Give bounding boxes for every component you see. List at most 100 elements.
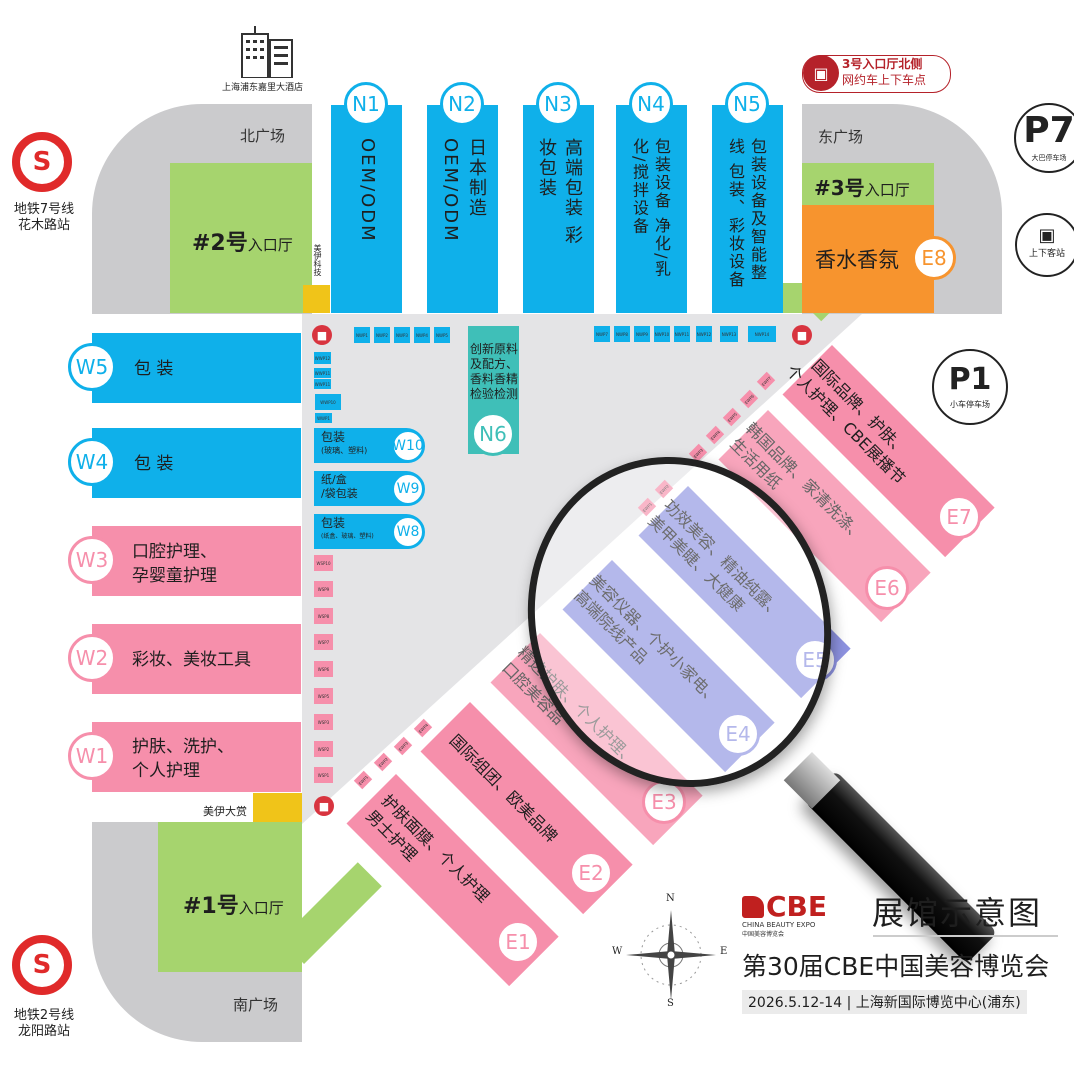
booth[interactable]: WSP8 <box>314 608 333 624</box>
hall-N5[interactable] <box>712 105 783 313</box>
booth[interactable]: NWP2 <box>374 327 390 343</box>
hall-W8-badge: W8 <box>391 515 425 549</box>
sponsor-meiyi-award-label: 美伊大赏 <box>203 805 247 818</box>
booth[interactable]: EWP3 <box>393 736 413 756</box>
hall-N1-badge: N1 <box>344 82 388 126</box>
hall-W5-badge: W5 <box>68 343 116 391</box>
parking-p1-badge[interactable]: P1 小车停车场 <box>932 349 1008 425</box>
booth[interactable]: WWP11 <box>314 379 331 389</box>
cbe-brand-en: CHINA BEAUTY EXPO <box>742 921 816 929</box>
booth[interactable]: WWP10 <box>315 394 341 410</box>
hall-N4-desc: 包装设备 净化/乳化/搅拌设备 <box>630 138 671 279</box>
shanghai-metro-icon: S <box>12 935 72 995</box>
booth[interactable]: WWP1 <box>315 413 332 423</box>
east-plaza-label: 东广场 <box>818 128 864 146</box>
hall-N1-desc: OEM/ODM <box>357 138 378 243</box>
entrance-2-label: #2号入口厅 <box>192 231 293 256</box>
shanghai-metro-icon: S <box>12 132 72 192</box>
booth[interactable]: WSP6 <box>314 661 333 677</box>
booth[interactable]: NWP4 <box>414 327 430 343</box>
hall-W2-desc: 彩妆、美妆工具 <box>132 650 251 670</box>
title-underline <box>873 935 1058 937</box>
booth[interactable]: WWP11 <box>314 368 331 378</box>
rideshare-label: 3号入口厅北侧网约车上下车点 <box>842 57 927 87</box>
event-date-venue: 2026.5.12-14 | 上海新国际博览中心(浦东) <box>742 990 1027 1014</box>
hall-W3-desc: 口腔护理、孕婴童护理 <box>132 542 217 586</box>
booth[interactable]: NWP1 <box>354 327 370 343</box>
hall-E5-badge: E5 <box>793 638 837 682</box>
booth[interactable]: NWP10 <box>654 326 670 342</box>
bus-station-badge[interactable]: ▣ 上下客站 <box>1015 213 1074 277</box>
hall-N2[interactable] <box>427 105 498 313</box>
sponsor-meiyi-tech-logo[interactable] <box>303 285 330 313</box>
hall-E2-badge: E2 <box>569 851 613 895</box>
booth[interactable]: WSP9 <box>314 581 333 597</box>
cbe-logo-mark-icon <box>742 896 764 918</box>
compass-e: E <box>720 946 728 957</box>
hall-W4[interactable] <box>92 428 301 498</box>
parking-p7-code: P7 <box>1023 110 1074 151</box>
booth[interactable]: NWP12 <box>696 326 712 342</box>
hall-N6-badge: N6 <box>471 412 515 456</box>
booth[interactable]: EWP4 <box>413 718 433 738</box>
car-icon: ▣ <box>803 55 839 91</box>
booth[interactable]: WSP10 <box>314 555 333 571</box>
hall-W3[interactable] <box>92 526 301 596</box>
south-plaza-label: 南广场 <box>233 996 279 1014</box>
connector-n5 <box>783 283 802 313</box>
compass-s: S <box>667 998 674 1009</box>
hall-W1[interactable] <box>92 722 301 792</box>
hall-W2-badge: W2 <box>68 634 116 682</box>
booth[interactable]: NWP11 <box>674 326 690 342</box>
hall-W2[interactable] <box>92 624 301 694</box>
booth[interactable]: NWP5 <box>434 327 450 343</box>
parking-p1-code: P1 <box>948 362 992 397</box>
entrance-hall-2[interactable] <box>170 163 312 313</box>
hall-W10-desc: 包装(玻璃、塑料) <box>321 430 368 455</box>
hall-N5-desc: 包装设备及智能整线 包装、彩妆设备 <box>726 138 767 290</box>
booth[interactable]: NWP7 <box>594 326 610 342</box>
hall-W5[interactable] <box>92 333 301 403</box>
hall-N6-desc: 创新原料及配方、香料香精检验检测 <box>470 342 519 401</box>
hall-N4-badge: N4 <box>629 82 673 126</box>
entrance-1-label: #1号入口厅 <box>183 894 284 919</box>
bus-stop-icon: ■ <box>314 796 334 816</box>
booth[interactable]: NWP9 <box>634 326 650 342</box>
hall-W3-badge: W3 <box>68 536 116 584</box>
booth[interactable]: WWP12 <box>314 352 331 364</box>
hall-E6-badge: E6 <box>865 566 909 610</box>
booth[interactable]: NWP13 <box>720 326 738 342</box>
booth[interactable]: WSP5 <box>314 688 333 704</box>
hall-W1-badge: W1 <box>68 732 116 780</box>
sponsor-meiyi-award-logo[interactable] <box>253 793 302 822</box>
entrance-hall-3[interactable] <box>802 163 934 205</box>
hall-E8-desc: 香水香氛 <box>815 248 899 272</box>
hall-N1[interactable] <box>331 105 402 313</box>
booth[interactable]: WSP1 <box>314 767 333 783</box>
hall-N3[interactable] <box>523 105 594 313</box>
entrance-hall-1[interactable] <box>158 822 302 972</box>
metro-south-label: 地铁2号线龙阳路站 <box>13 1008 75 1039</box>
compass-n: N <box>666 893 675 904</box>
booth[interactable]: NWP3 <box>394 327 410 343</box>
hotel-label: 上海浦东嘉里大酒店 <box>222 83 304 93</box>
hall-N4[interactable] <box>616 105 687 313</box>
hall-W1-desc: 护肤、洗护、个人护理 <box>132 737 234 781</box>
compass-icon <box>606 890 736 1020</box>
bus-stop-icon: ■ <box>312 325 332 345</box>
hall-N3-badge: N3 <box>536 82 580 126</box>
booth[interactable]: WSP7 <box>314 634 333 650</box>
booth[interactable]: WSP3 <box>314 714 333 730</box>
booth[interactable]: WSP2 <box>314 741 333 757</box>
booth[interactable]: NWP14 <box>748 326 776 342</box>
parking-p7-label: 大巴停车场 <box>1031 154 1067 162</box>
hall-N2-desc: 日本制造 OEM/ODM <box>440 138 487 243</box>
map-title: 展馆示意图 <box>872 894 1043 932</box>
hall-W10-badge: W10 <box>391 429 425 463</box>
cbe-brand-cn: 中国美容博览会 <box>742 931 785 938</box>
booth[interactable]: NWP8 <box>614 326 630 342</box>
parking-p1-label: 小车停车场 <box>950 400 990 409</box>
parking-p7-badge[interactable]: P7 大巴停车场 <box>1014 103 1074 173</box>
bus-icon: ▣ <box>1038 225 1056 246</box>
hall-W9-desc: 纸/盒/袋包装 <box>321 473 358 500</box>
